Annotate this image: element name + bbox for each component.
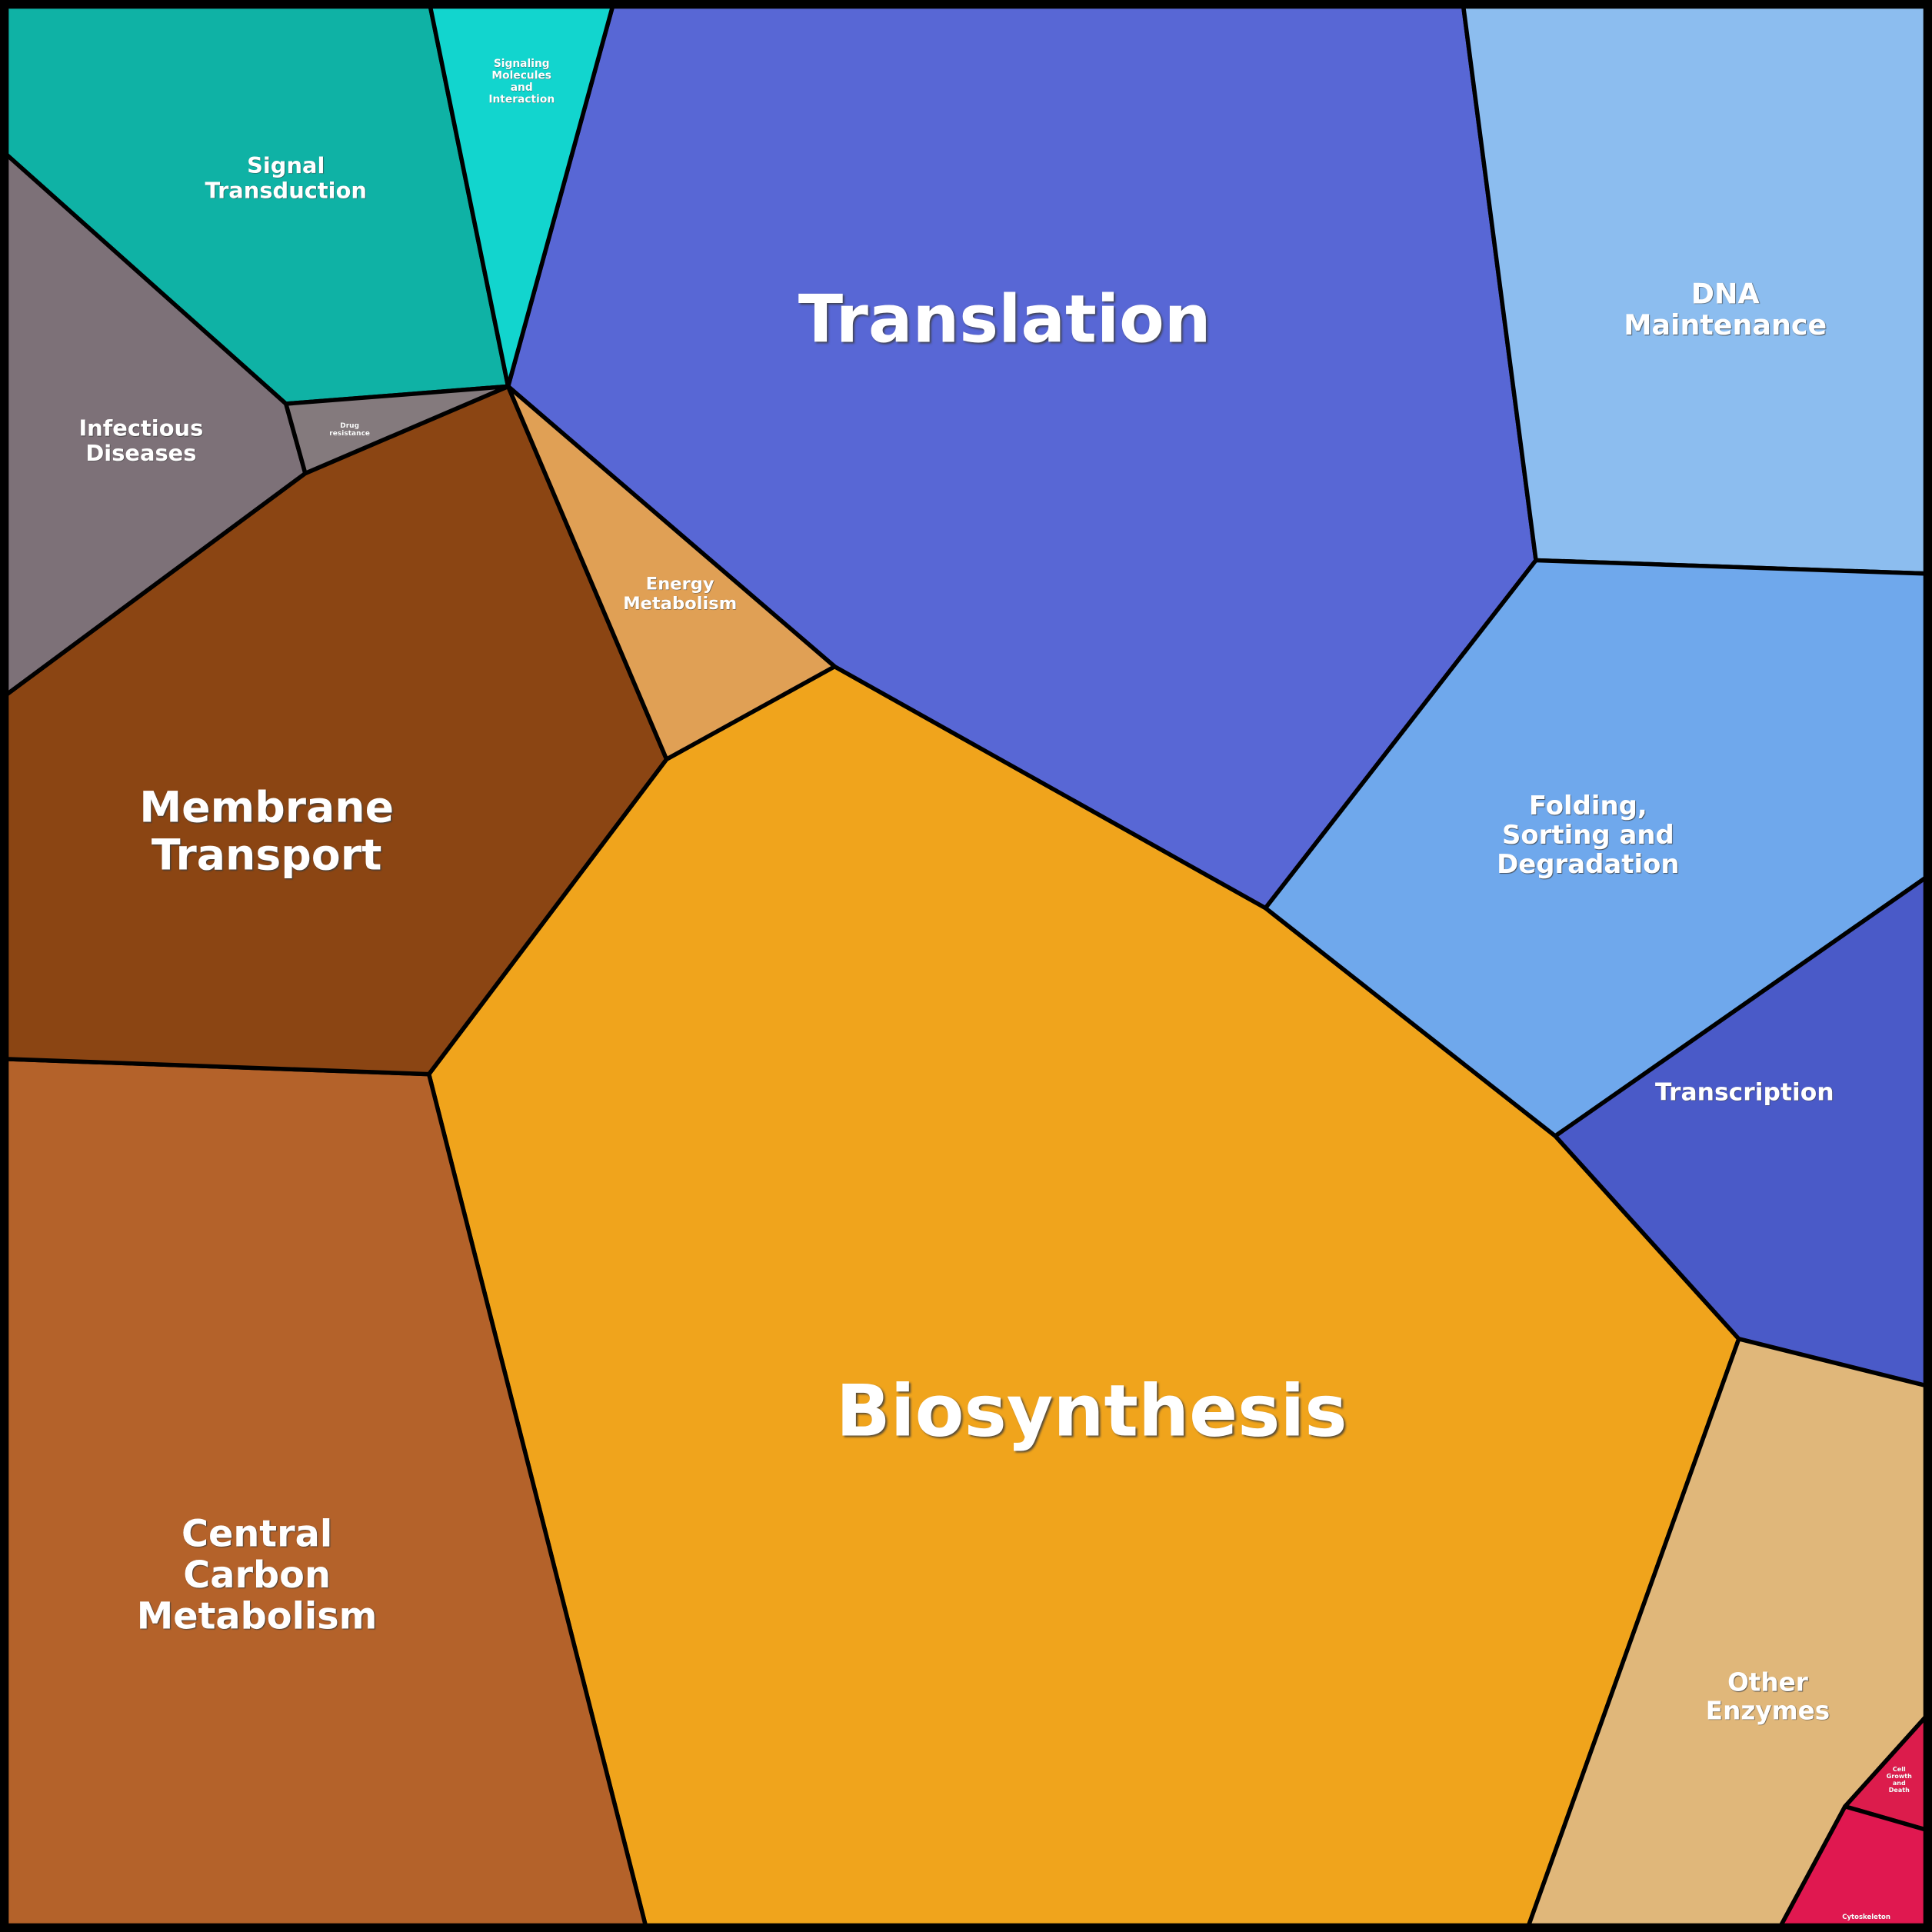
label-line: Death [1889,1787,1910,1794]
label-line: Molecules [491,70,551,82]
region-drug-resistance [284,384,511,476]
label-line: Central [182,1514,332,1556]
label-line: Carbon [183,1554,331,1597]
region-signaling-molecules-interaction [426,0,617,389]
region-dna-maintenance [1460,0,1932,576]
label-line: Transcription [1655,1078,1834,1106]
label-line: Diseases [85,440,196,466]
label-line: Metabolism [623,594,737,614]
label-line: Membrane [139,784,394,833]
label-line: Drug [340,422,359,430]
label-line: Other [1727,1668,1808,1697]
label-line: resistance [329,430,370,438]
label-line: Maintenance [1624,308,1827,341]
label-line: Cytoskeleton [1842,1914,1890,1921]
label-line: Interaction [488,94,555,106]
label-line: Growth [1887,1773,1912,1780]
label-line: Transduction [205,177,367,203]
label-line: Enzymes [1706,1696,1830,1725]
region-energy-metabolism [505,384,837,761]
label-line: Signal [247,152,325,178]
label-line: Signaling [494,58,550,70]
label-line: Degradation [1497,849,1679,879]
label-line: Biosynthesis [836,1369,1347,1452]
label-line: and [1893,1780,1906,1787]
label-line: DNA [1691,277,1760,310]
label-line: Sorting and [1502,820,1674,850]
label-line: Translation [798,281,1211,358]
label-line: Infectious [78,415,203,441]
label-line: Folding, [1529,791,1647,821]
label-line: Cell [1893,1766,1906,1773]
label-line: Metabolism [137,1595,378,1637]
label-translation: Translation [798,281,1211,358]
region-cytoskeleton [1775,1804,1932,1932]
label-line: Energy [646,574,715,594]
label-line: Transport [152,831,382,880]
label-line: and [511,82,533,94]
label-transcription: Transcription [1655,1078,1834,1106]
label-biosynthesis: Biosynthesis [836,1369,1347,1452]
label-cytoskeleton: Cytoskeleton [1842,1914,1890,1921]
